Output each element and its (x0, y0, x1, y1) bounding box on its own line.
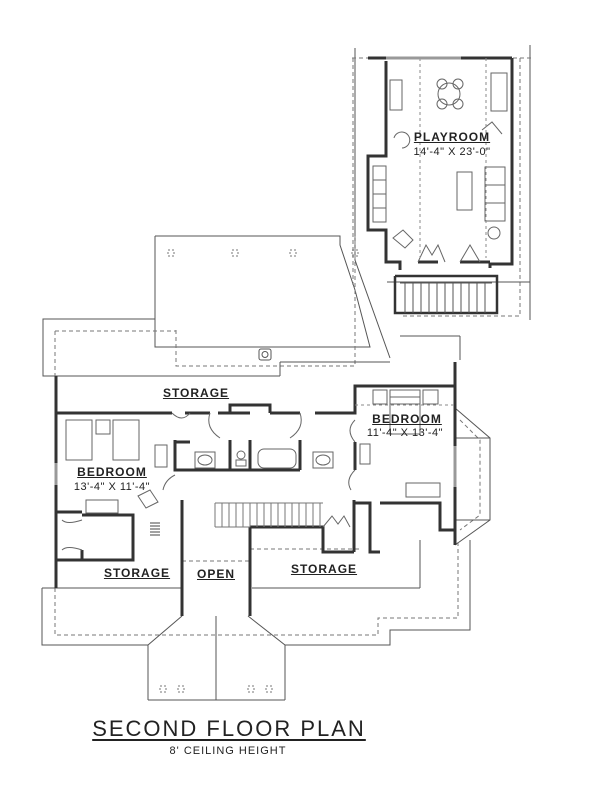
playroom-label: PLAYROOM (413, 130, 491, 144)
left-bedroom-furniture (65, 419, 168, 536)
open-label: OPEN (196, 567, 236, 581)
bedroom-left-label: BEDROOM (77, 465, 147, 479)
storage-top-label: STORAGE (162, 386, 230, 400)
right-bay-roof (454, 407, 491, 546)
lower-roof (41, 540, 471, 701)
bedroom-right-dimensions: 11'-4" X 13'-4" (366, 427, 444, 439)
stairs (214, 502, 323, 528)
center-roof (154, 235, 371, 367)
bedroom-right-label: BEDROOM (372, 412, 442, 426)
plan-subtitle: 8' CEILING HEIGHT (169, 745, 287, 757)
main-walls (54, 362, 457, 616)
left-roof (42, 318, 390, 377)
storage-bottom-right-label: STORAGE (290, 562, 358, 576)
plan-title: SECOND FLOOR PLAN (92, 716, 366, 741)
storage-bottom-left-label: STORAGE (103, 566, 171, 580)
bathroom-fixtures (194, 448, 334, 469)
bedroom-left-dimensions: 13'-4" X 11'-4" (73, 481, 151, 493)
right-bedroom-furniture (355, 389, 455, 498)
playroom-furniture (372, 58, 508, 313)
playroom-dimensions: 14'-4" X 23'-0" (413, 146, 491, 158)
door-swings (61, 412, 356, 551)
